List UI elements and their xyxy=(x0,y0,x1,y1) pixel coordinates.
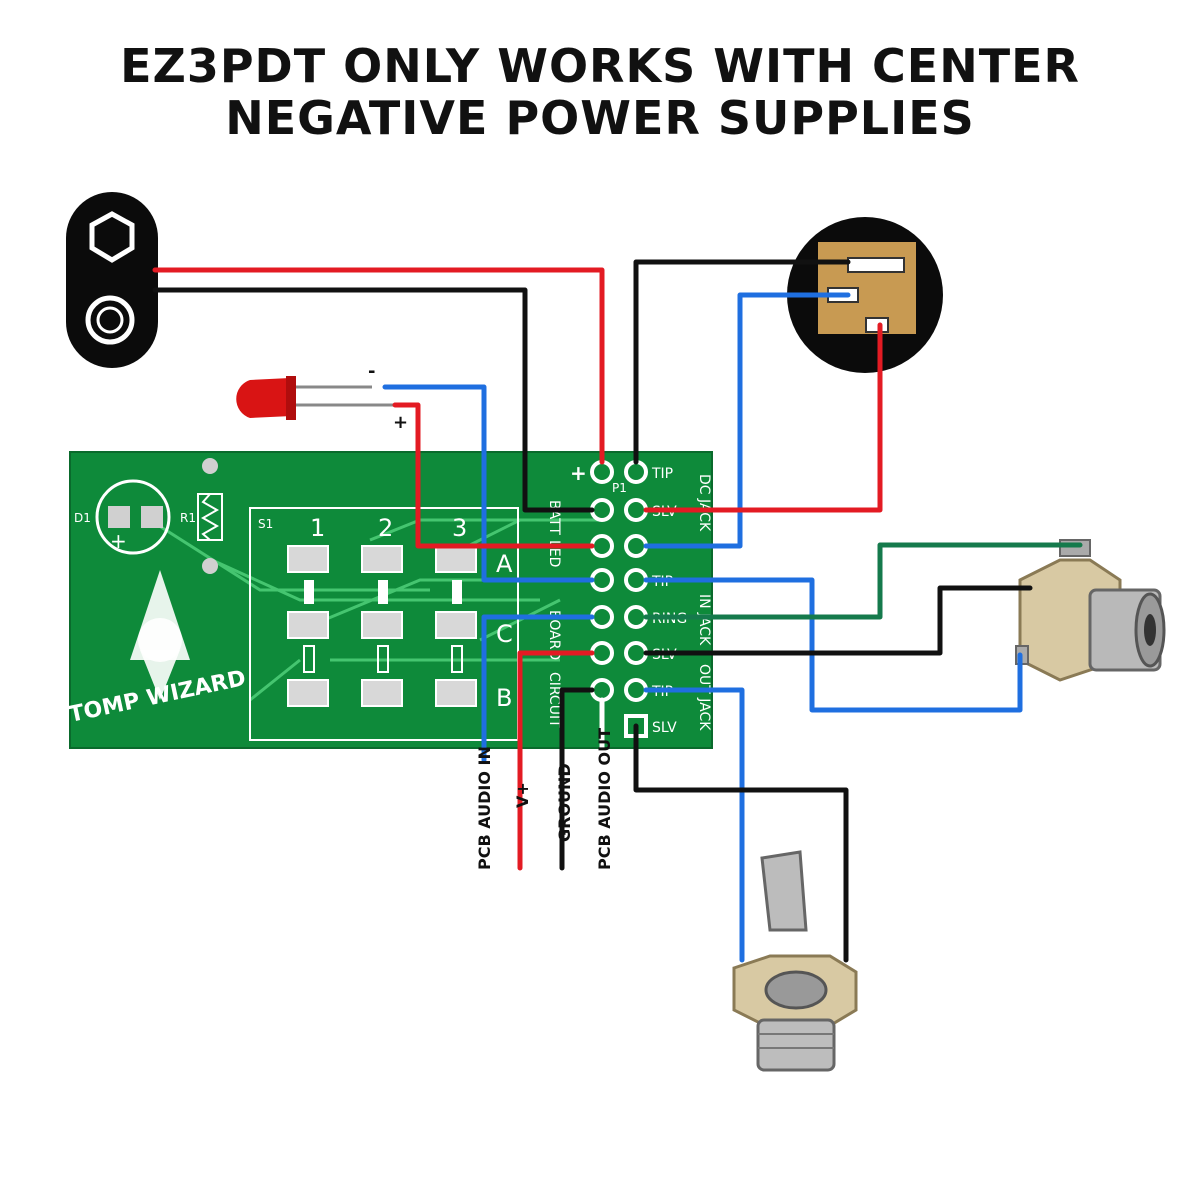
output-audio-jack xyxy=(732,850,858,1072)
switch-number-1: 1 xyxy=(310,514,325,542)
pin-out-slv: SLV xyxy=(652,720,677,736)
label-pcb-audio-in: PCB AUDIO IN xyxy=(475,746,494,870)
label-pcb-audio-out: PCB AUDIO OUT xyxy=(595,728,614,870)
wire-led-red xyxy=(392,402,595,549)
left-pad-column xyxy=(590,460,614,702)
svg-text:+: + xyxy=(110,529,127,553)
switch-lugs xyxy=(287,545,477,707)
wire-ground xyxy=(559,687,595,871)
wire-in-blue xyxy=(643,577,1023,713)
wire-out-black xyxy=(633,723,849,963)
diagram-title: EZ3PDT ONLY WORKS WITH CENTER NEGATIVE P… xyxy=(0,40,1200,144)
led-minus-label: - xyxy=(368,361,375,382)
label-ground: GROUND xyxy=(555,763,574,842)
dc-jack-label: DC JACK xyxy=(696,474,712,532)
wire-in-green xyxy=(643,542,1083,620)
input-audio-jack xyxy=(1015,539,1166,682)
switch-letter-b: B xyxy=(496,684,512,712)
out-jack-label: OUT JACK xyxy=(696,664,712,731)
wire-out-blue xyxy=(643,687,745,963)
in-jack-label: IN JACK xyxy=(696,594,712,646)
pcb-board: D1 + R1 STOMP WIZARD S1 1 2 3 xyxy=(51,451,713,749)
batt-plus-label: + xyxy=(570,461,587,485)
switch-number-2: 2 xyxy=(378,514,393,542)
p1-designator: P1 xyxy=(612,481,627,495)
pin-dc-tip: TIP xyxy=(651,466,673,482)
batt-label: BATT xyxy=(546,500,562,535)
wire-dc-black xyxy=(633,259,851,465)
wire-vplus xyxy=(517,650,595,871)
switch-letter-c: C xyxy=(496,620,513,648)
battery-hex-terminal xyxy=(89,211,135,263)
dc-power-jack xyxy=(787,217,943,373)
wire-battery-red xyxy=(152,267,605,465)
wire-pcb-audio-in xyxy=(481,614,595,763)
led-component: - + xyxy=(236,361,408,433)
right-pad-column xyxy=(624,460,648,738)
battery-round-terminal xyxy=(85,295,135,345)
circuit-label: CIRCUIT xyxy=(546,672,562,728)
battery-snap xyxy=(66,192,158,368)
switch-letter-a: A xyxy=(496,550,513,578)
wire-led-blue xyxy=(382,384,595,583)
d1-designator: D1 xyxy=(74,511,91,525)
r1-designator: R1 xyxy=(180,511,196,525)
s1-designator: S1 xyxy=(258,517,273,531)
wire-dc-blue xyxy=(643,292,851,549)
wire-battery-black xyxy=(152,287,595,513)
board-label: BOARD xyxy=(546,610,562,660)
label-vplus: V+ xyxy=(513,782,532,808)
wires xyxy=(152,259,1083,963)
wire-in-black xyxy=(643,585,1033,656)
title-line-1: EZ3PDT ONLY WORKS WITH CENTER xyxy=(120,39,1080,93)
wire-dc-red xyxy=(643,322,883,513)
title-line-2: NEGATIVE POWER SUPPLIES xyxy=(225,91,975,145)
led-plus-label: + xyxy=(393,412,408,433)
switch-number-3: 3 xyxy=(452,514,467,542)
